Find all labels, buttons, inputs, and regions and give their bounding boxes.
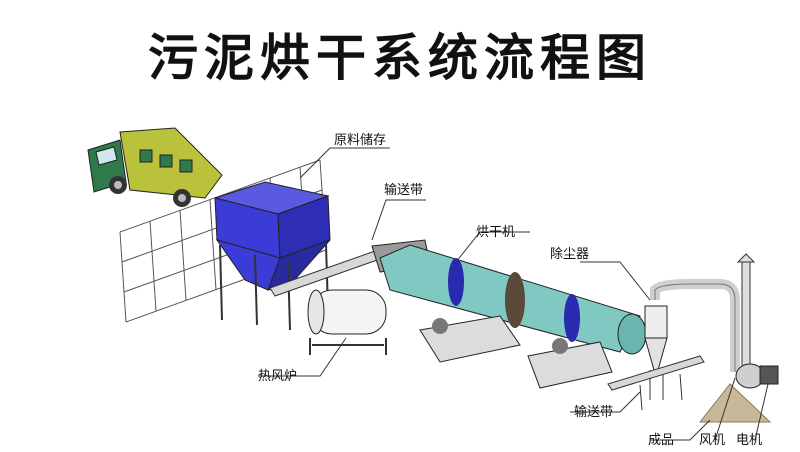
hot-air-furnace [307,289,387,355]
truck-icon [87,127,223,207]
label-conveyor-bottom: 输送带 [574,404,613,420]
label-conveyor-top: 输送带 [384,182,423,198]
motor-icon [759,365,779,385]
lower-conveyor [607,355,705,411]
storage-hopper [213,181,331,331]
label-dryer: 烘干机 [476,225,515,240]
label-raw-storage: 原料储存 [334,133,386,148]
label-hot-air-furnace: 热风炉 [258,369,297,384]
label-dust-collector: 除尘器 [550,247,589,262]
page-title: 污泥烘干系统流程图 [148,28,652,87]
chimney [736,253,756,373]
leader-lines [258,147,769,441]
label-motor: 电机 [736,433,762,448]
product-pile [698,383,772,423]
rotary-dryer [379,244,647,389]
label-fan: 风机 [699,433,725,448]
label-product: 成品 [648,433,674,448]
dust-collector [644,279,740,400]
